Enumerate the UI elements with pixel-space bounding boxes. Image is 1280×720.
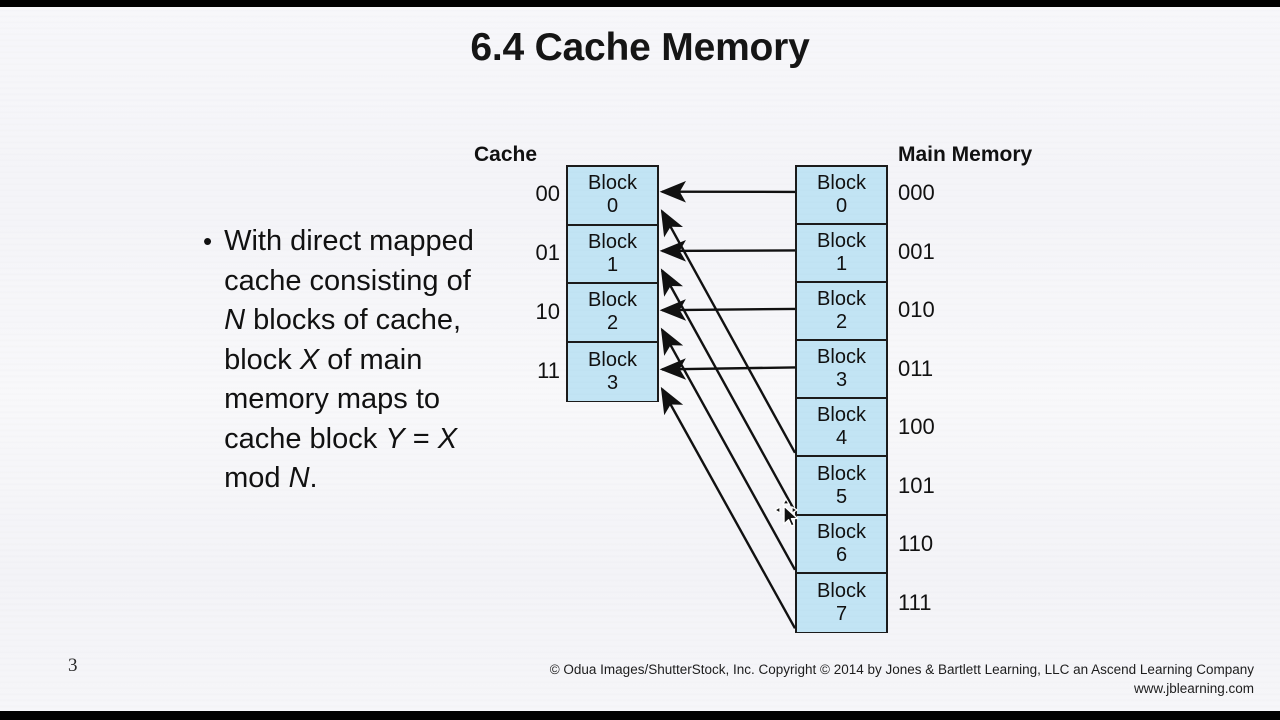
letterbox-bar-top [0, 0, 1280, 7]
mapping-arrow-mem1-to-cache1 [659, 240, 796, 262]
cache-index-label-1: 01 [535, 239, 560, 265]
block-number: 7 [835, 602, 848, 625]
block-word: Block [588, 172, 637, 195]
block-word: Block [588, 348, 637, 371]
memory-address-label-7: 111 [898, 589, 932, 615]
block-number: 0 [606, 195, 619, 218]
bullet-text-part: With direct mapped cache consisting of [224, 225, 474, 297]
bullet-text-part: Y [385, 422, 405, 455]
bullet-text-part: X [299, 343, 320, 376]
memory-address-label-1: 001 [898, 238, 935, 264]
bullet-text: With direct mapped cache consisting of N… [224, 222, 493, 499]
block-number: 3 [835, 369, 848, 392]
letterbox-bar-bottom [0, 711, 1280, 720]
page-number: 3 [68, 655, 78, 676]
main-memory-column-title: Main Memory [898, 143, 1033, 166]
block-number: 6 [835, 543, 848, 566]
cache-column-title: Cache [474, 143, 538, 166]
block-word: Block [588, 289, 637, 312]
block-number: 2 [606, 312, 619, 335]
block-word: Block [817, 520, 866, 543]
bullet-text-part: X [437, 422, 458, 455]
block-word: Block [817, 462, 866, 485]
memory-address-label-3: 011 [898, 355, 934, 381]
bullet-text-part: . [309, 462, 318, 494]
block-number: 2 [835, 311, 848, 334]
block-number: 1 [835, 253, 848, 276]
block-number: 3 [606, 371, 619, 394]
bullet-text-part: mod [224, 462, 289, 494]
bullet-text-part: = [404, 422, 438, 455]
mapping-arrow-mem2-to-cache2 [659, 299, 796, 321]
block-number: 0 [835, 195, 848, 218]
memory-address-label-0: 000 [898, 180, 935, 206]
cache-index-label-3: 11 [537, 358, 560, 384]
block-number: 5 [835, 485, 848, 508]
block-word: Block [817, 172, 866, 195]
block-word: Block [817, 579, 866, 602]
credit-line-1: © Odua Images/ShutterStock, Inc. Copyrig… [549, 662, 1254, 677]
mapping-arrow-mem4-to-cache0 [660, 209, 797, 454]
cache-index-label-0: 00 [535, 180, 560, 206]
move-cursor [773, 497, 799, 527]
block-word: Block [817, 288, 866, 311]
mapping-arrow-mem6-to-cache2 [660, 327, 797, 571]
mapping-arrow-mem5-to-cache1 [660, 268, 797, 512]
memory-address-label-6: 110 [898, 531, 934, 557]
bullet-marker: • [203, 226, 213, 256]
bullet-text-part: N [288, 462, 310, 494]
block-word: Block [588, 230, 637, 253]
memory-address-label-5: 101 [898, 472, 935, 498]
block-word: Block [817, 346, 866, 369]
footer-credit: © Odua Images/ShutterStock, Inc. Copyrig… [550, 660, 1254, 698]
bullet-text-part: N [224, 304, 246, 336]
bullet-item: • With direct mapped cache consisting of… [203, 222, 493, 499]
memory-address-label-2: 010 [898, 297, 935, 323]
block-number: 1 [606, 253, 619, 276]
bullet-text-part: of main memory maps to cache block [224, 343, 441, 455]
block-number: 4 [835, 427, 848, 450]
credit-line-2: www.jblearning.com [1133, 681, 1254, 696]
bullet-text-part: blocks of cache, block [224, 304, 462, 376]
mapping-arrow-mem3-to-cache3 [659, 358, 796, 380]
block-word: Block [817, 230, 866, 253]
cache-index-label-2: 10 [535, 299, 560, 325]
page-title: 6.4 Cache Memory [470, 26, 810, 69]
block-word: Block [817, 404, 866, 427]
memory-address-label-4: 100 [898, 414, 935, 440]
